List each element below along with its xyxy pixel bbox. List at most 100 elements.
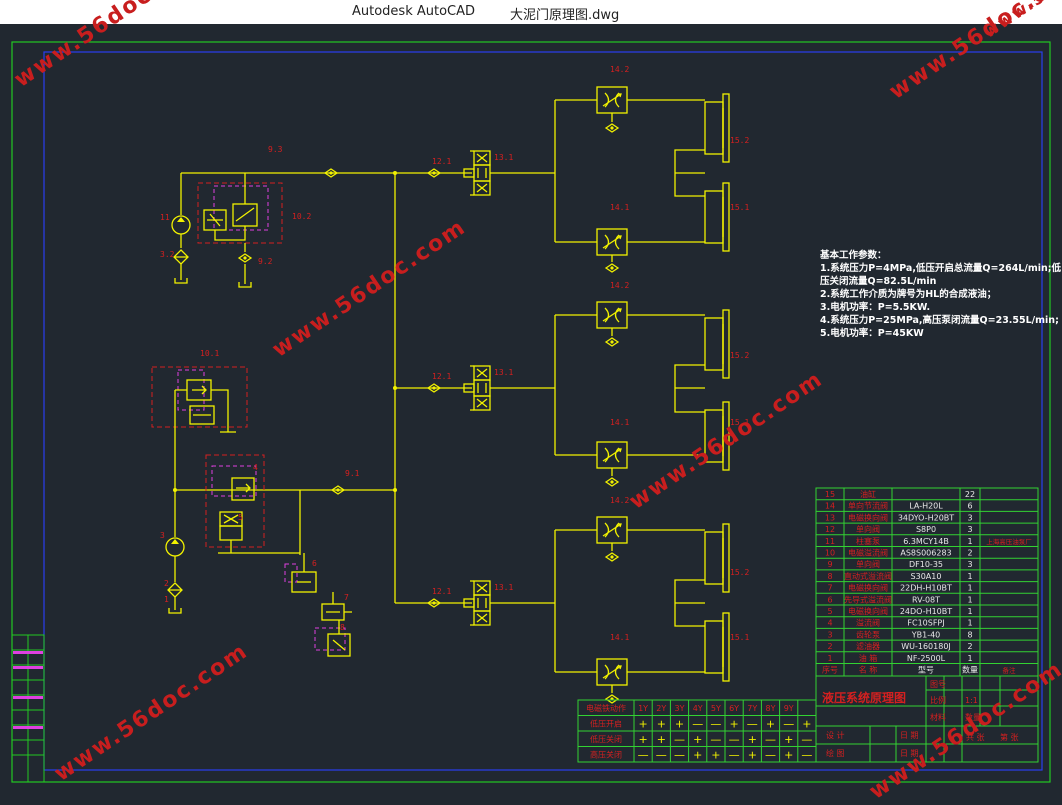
- parts-cell: 滤油器: [856, 641, 880, 651]
- svg-text:15.1: 15.1: [730, 203, 749, 212]
- svg-text:设 计: 设 计: [826, 730, 845, 740]
- svg-text:图号: 图号: [930, 680, 946, 689]
- action-col-header: 2Y: [656, 704, 666, 713]
- svg-text:13.1: 13.1: [494, 153, 513, 162]
- parts-cell: 7: [827, 584, 832, 593]
- action-cell: +: [711, 749, 720, 762]
- parts-cell: 直动式溢流阀: [844, 571, 892, 581]
- svg-text:基本工作参数：: 基本工作参数：: [819, 249, 887, 261]
- action-cell: +: [748, 733, 757, 746]
- parts-cell: 油 箱: [859, 653, 878, 663]
- action-cell: +: [638, 733, 647, 746]
- parts-cell: 2: [967, 642, 972, 651]
- action-cell: —: [765, 733, 776, 746]
- parts-cell: 22DH-H10BT: [900, 584, 952, 593]
- action-header-label: 电磁铁动作: [586, 703, 626, 713]
- svg-text:10.1: 10.1: [200, 349, 219, 358]
- parts-cell: 5: [827, 607, 832, 616]
- parts-cell: 上海高压油泵厂: [986, 537, 1032, 546]
- action-col-header: 9Y: [784, 704, 794, 713]
- parts-cell: 单向节流阀: [848, 501, 888, 511]
- svg-text:日 期: 日 期: [900, 731, 919, 740]
- parts-cell: 3: [827, 630, 832, 639]
- sheet-strip: [11, 634, 45, 783]
- file-name: 大泥门原理图.dwg: [510, 8, 620, 23]
- parts-cell: 14: [825, 502, 835, 511]
- window-titlebar: Autodesk AutoCAD 大泥门原理图.dwg: [0, 0, 1062, 24]
- svg-text:数量: 数量: [965, 712, 981, 722]
- action-row-label: 高压关闭: [590, 750, 622, 760]
- action-cell: —: [656, 749, 667, 762]
- action-cell: —: [801, 749, 812, 762]
- action-cell: +: [693, 733, 702, 746]
- action-cell: +: [675, 718, 684, 731]
- parts-cell: LA-H20L: [909, 502, 943, 511]
- action-row: 低压开启+++——+—+—+: [590, 718, 812, 731]
- action-cell: +: [748, 749, 757, 762]
- action-col-header: 5Y: [711, 704, 721, 713]
- parts-cell: 1: [967, 654, 972, 663]
- action-cell: —: [729, 733, 740, 746]
- parts-cell: 3: [967, 525, 972, 534]
- low-pressure-circuit: [151, 366, 395, 657]
- parts-cell: NF-2500L: [907, 654, 946, 663]
- svg-text:14.2: 14.2: [610, 496, 629, 505]
- parts-cell: 2: [827, 642, 832, 651]
- svg-text:2: 2: [164, 579, 169, 588]
- action-cell: +: [657, 718, 666, 731]
- parts-cell: 8: [827, 572, 832, 581]
- action-cell: +: [766, 718, 775, 731]
- action-cell: —: [674, 733, 685, 746]
- action-cell: —: [710, 718, 721, 731]
- parts-cell: 电磁换向阀: [848, 512, 888, 522]
- parts-cell: YB1-40: [911, 630, 941, 639]
- svg-text:14.1: 14.1: [610, 633, 629, 642]
- parts-cell: S30A10: [911, 572, 942, 581]
- border-inner: [43, 51, 1043, 771]
- svg-text:15.1: 15.1: [730, 418, 749, 427]
- svg-text:15.2: 15.2: [730, 351, 749, 360]
- parts-cell: 齿轮泵: [856, 629, 880, 639]
- border-outer: [11, 41, 1051, 783]
- svg-text:比例: 比例: [930, 695, 946, 705]
- svg-text:14.1: 14.1: [610, 418, 629, 427]
- action-col-header: 3Y: [675, 704, 685, 713]
- svg-text:6: 6: [312, 559, 317, 568]
- action-row: 高压关闭———++—+—+—: [590, 749, 812, 762]
- parts-cell: 2: [967, 549, 972, 558]
- svg-text:8: 8: [340, 623, 345, 632]
- svg-text:15.1: 15.1: [730, 633, 749, 642]
- action-col-header: 6Y: [729, 704, 739, 713]
- branch-1: [395, 86, 730, 273]
- action-col-header: 7Y: [747, 704, 757, 713]
- svg-text:4.系统压力P=25MPa,高压泵闭流量Q=23.55L/m: 4.系统压力P=25MPa,高压泵闭流量Q=23.55L/min;: [820, 314, 1059, 326]
- svg-text:14.1: 14.1: [610, 203, 629, 212]
- parts-cell: 6: [967, 502, 972, 511]
- component-labels: 9.3 11 3.2 10.2 9.2 12.1 13.1 12.1 13.1 …: [160, 65, 749, 642]
- svg-text:9.1: 9.1: [345, 469, 360, 478]
- parts-cell: 10: [825, 549, 835, 558]
- high-pressure-circuit: [171, 168, 395, 288]
- parts-cell: 备注: [1003, 666, 1017, 675]
- action-cell: +: [784, 733, 793, 746]
- parts-cell: AS8S006283: [900, 549, 951, 558]
- parts-cell: 1: [967, 584, 972, 593]
- action-cell: +: [693, 749, 702, 762]
- action-cell: —: [692, 718, 703, 731]
- svg-text:15.2: 15.2: [730, 136, 749, 145]
- parts-cell: RV-08T: [912, 595, 940, 604]
- parts-cell: 13: [825, 513, 835, 522]
- action-cell: —: [729, 749, 740, 762]
- parts-cell: 24DO-H10BT: [900, 607, 952, 616]
- svg-text:11: 11: [160, 213, 170, 222]
